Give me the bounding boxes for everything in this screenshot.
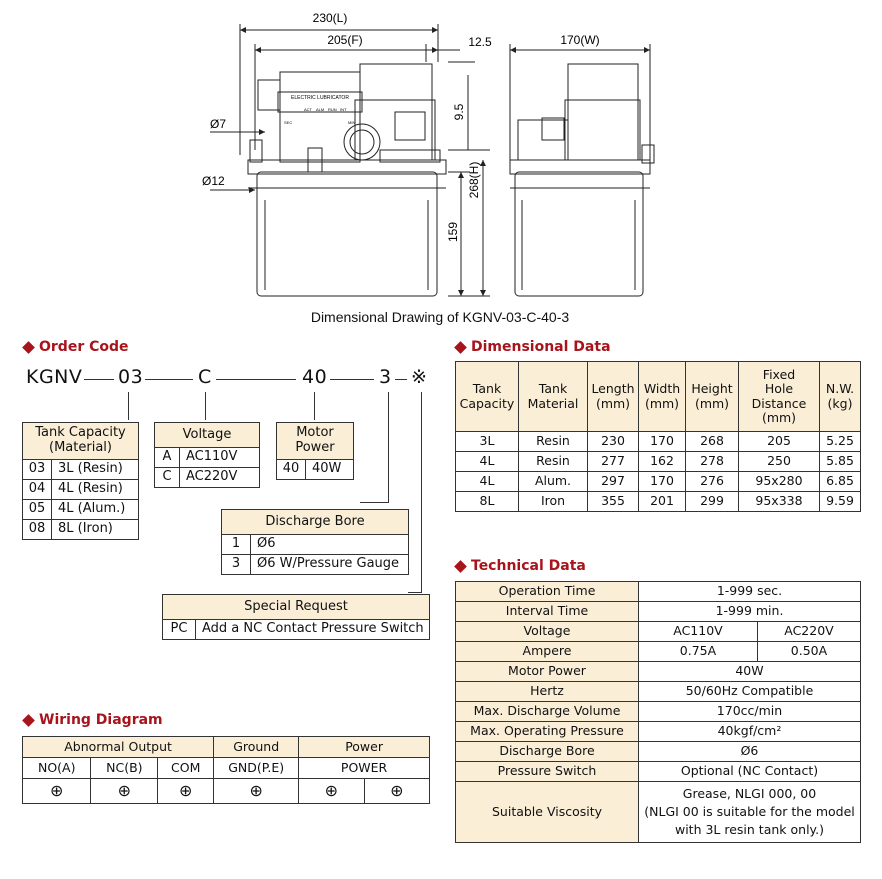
diamond-icon [454, 340, 467, 354]
dim-header-capacity: Tank Capacity [455, 361, 519, 432]
code-part-special: ※ [411, 366, 428, 388]
dim-fixed: 205(F) [327, 33, 362, 47]
terminal-icon: ⊕ [298, 778, 365, 804]
panel-label-int: INT [340, 107, 347, 112]
code-part-motor: 40 [302, 366, 328, 388]
dim-width: 170(W) [560, 33, 599, 47]
dim-159: 159 [446, 222, 460, 242]
viscosity-line: Grease, NLGI 000, 00 [682, 785, 817, 801]
dimensional-data-table: Tank Capacity Tank Material Length (mm) … [455, 361, 861, 512]
dim-phi7: Ø7 [210, 117, 226, 131]
dim-header-height: Height (mm) [685, 361, 739, 432]
discharge-bore-header: Discharge Bore [221, 509, 409, 535]
drawing-svg: 230(L) 205(F) 12.5 170(W) 9.5 268(H) 159… [202, 11, 655, 297]
diamond-icon [22, 713, 35, 727]
special-request-header: Special Request [162, 594, 430, 620]
dim-header-hole: Fixed Hole Distance (mm) [738, 361, 820, 432]
dim-height: 268(H) [467, 162, 481, 199]
order-code-title: Order Code [22, 339, 129, 355]
wiring-table: Abnormal Output Ground Power NO(A) NC(B)… [21, 736, 431, 804]
technical-data-title: Technical Data [454, 558, 586, 574]
dim-12-5: 12.5 [468, 35, 492, 49]
wiring-diagram-title: Wiring Diagram [22, 712, 163, 728]
diamond-icon [454, 559, 467, 573]
diamond-icon [22, 340, 35, 354]
wiring-group-abnormal: Abnormal Output [21, 736, 215, 758]
dim-header-nw: N.W. (kg) [819, 361, 861, 432]
wiring-label-nc: NC(B) [90, 757, 159, 779]
code-part-capacity: 03 [118, 366, 144, 388]
panel-side-sec: SEC [284, 120, 292, 125]
panel-label-run: RUN [328, 107, 337, 112]
dim-phi12: Ø12 [202, 174, 225, 188]
terminal-icon: ⊕ [213, 778, 300, 804]
wiring-label-com: COM [157, 757, 215, 779]
panel-side-min: MIN [348, 120, 355, 125]
wiring-label-gnd: GND(P.E) [213, 757, 300, 779]
motor-power-header: Motor Power [276, 422, 354, 460]
panel-label-alm: ALM [316, 107, 324, 112]
dim-header-length: Length (mm) [587, 361, 639, 432]
code-part-bore: 3 [379, 366, 392, 388]
wiring-label-no: NO(A) [21, 757, 92, 779]
dim-length: 230(L) [313, 11, 348, 25]
dimensional-data-title: Dimensional Data [454, 339, 611, 355]
table-row: Suitable Viscosity Grease, NLGI 000, 00 … [455, 781, 861, 843]
terminal-icon: ⊕ [157, 778, 215, 804]
viscosity-line: (NLGI 00 is suitable for the model [644, 803, 855, 819]
code-part-kgnv: KGNV [26, 366, 83, 388]
code-part-voltage: C [198, 366, 212, 388]
dimensional-drawing: 230(L) 205(F) 12.5 170(W) 9.5 268(H) 159… [180, 0, 700, 330]
terminal-icon: ⊕ [90, 778, 159, 804]
voltage-header: Voltage [154, 422, 260, 448]
panel-label-act: ACT [304, 107, 313, 112]
wiring-group-ground: Ground [213, 736, 300, 758]
dim-header-width: Width (mm) [638, 361, 686, 432]
viscosity-line: with 3L resin tank only.) [674, 822, 825, 838]
wiring-group-power: Power [298, 736, 430, 758]
order-code-string: KGNV 03 C 40 3 ※ [0, 366, 450, 396]
terminal-icon: ⊕ [363, 778, 431, 804]
dim-header-material: Tank Material [518, 361, 588, 432]
terminal-icon: ⊕ [21, 778, 92, 804]
panel-text: ELECTRIC LUBRICATOR [291, 95, 349, 101]
tank-capacity-header: Tank Capacity (Material) [22, 422, 139, 460]
drawing-caption: Dimensional Drawing of KGNV-03-C-40-3 [310, 309, 570, 325]
wiring-label-power: POWER [298, 757, 430, 779]
dim-9-5: 9.5 [452, 103, 466, 120]
